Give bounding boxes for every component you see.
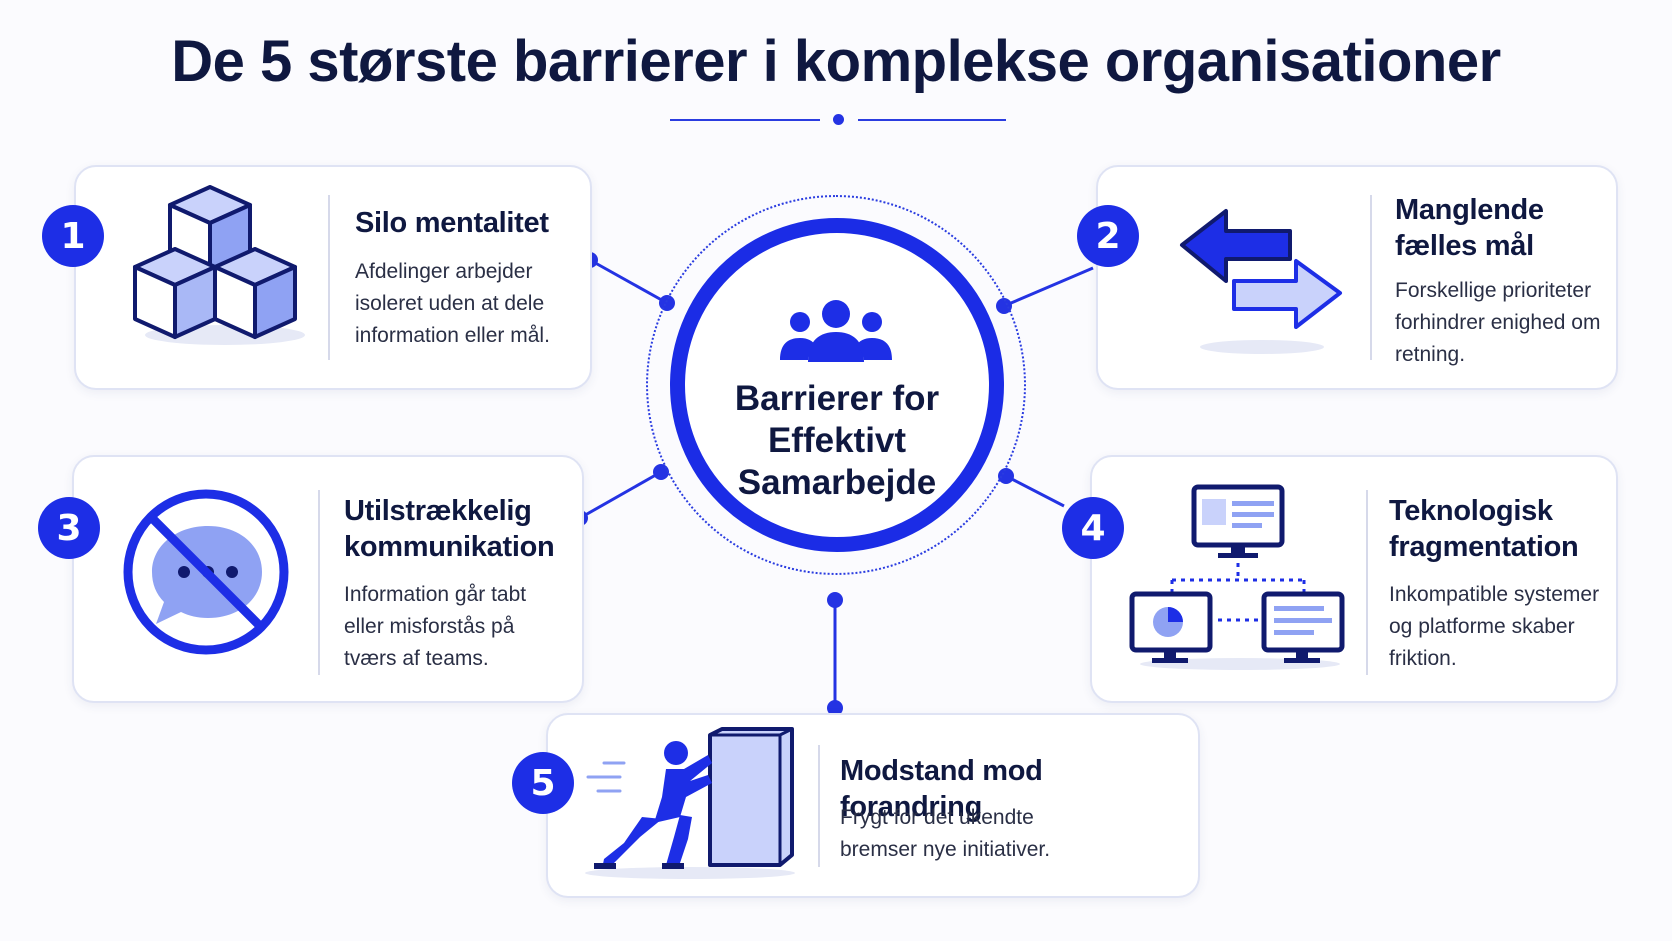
card-3-title: Utilstrækkelig kommunikation	[344, 495, 555, 563]
card-5-separator	[818, 745, 820, 867]
card-4-separator	[1366, 490, 1368, 675]
badge-2: 2	[1077, 205, 1139, 267]
card-3-separator	[318, 490, 320, 675]
person-pushing-box-icon	[585, 727, 795, 879]
card-5-description: Frygt for det ukendte bremser nye initia…	[840, 806, 1051, 861]
team-icon	[780, 300, 892, 362]
opposing-arrows-icon	[1180, 209, 1342, 354]
card-1-title: Silo mentalitet	[355, 207, 549, 239]
title-divider	[670, 113, 1006, 127]
center-dotted-ring	[646, 195, 1026, 575]
card-1-separator	[328, 195, 330, 360]
badge-3: 3	[38, 497, 100, 559]
card-4-description: Inkompatible systemer og platforme skabe…	[1389, 583, 1600, 670]
card-5-title: Modstand mod forandring	[840, 755, 1043, 823]
badge-5: 5	[512, 752, 574, 814]
card-2-title: Manglende fælles mål	[1395, 194, 1544, 262]
stacked-cubes-icon	[133, 185, 305, 345]
center-label: Barrierer for Effektivt Samarbejde	[734, 379, 940, 502]
card-4-title: Teknologisk fragmentation	[1389, 495, 1579, 563]
disconnected-computers-icon	[1129, 484, 1345, 670]
card-2-description: Forskellige prioriteter forhindrer enigh…	[1395, 279, 1601, 366]
barrier-card-2	[1096, 165, 1618, 390]
badge-1: 1	[42, 205, 104, 267]
barrier-card-5	[546, 713, 1200, 898]
card-2-separator	[1370, 195, 1372, 360]
page-title: De 5 største barrierer i komplekse organ…	[171, 29, 1501, 94]
card-1-description: Afdelinger arbejder isoleret uden at del…	[355, 260, 550, 347]
card-3-description: Information går tabt eller misforstås på…	[344, 583, 527, 670]
badge-4: 4	[1062, 497, 1124, 559]
no-chat-icon	[123, 489, 289, 655]
